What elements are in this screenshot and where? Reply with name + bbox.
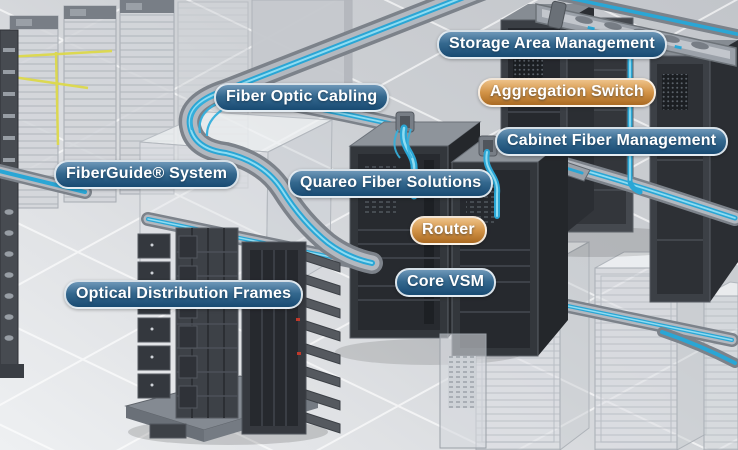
yellow-cable bbox=[5, 49, 113, 146]
label-fiber-optic-cabling[interactable]: Fiber Optic Cabling bbox=[214, 83, 390, 112]
edge-rack bbox=[0, 29, 24, 378]
label-cabinet-fiber-management[interactable]: Cabinet Fiber Management bbox=[495, 127, 729, 156]
label-core-vsm[interactable]: Core VSM bbox=[395, 268, 497, 297]
ghost-rack-under-b bbox=[439, 333, 487, 449]
cable-drop-right bbox=[627, 35, 643, 195]
label-optical-distribution-frames[interactable]: Optical Distribution Frames bbox=[64, 280, 304, 309]
label-fiberguide-system[interactable]: FiberGuide® System bbox=[54, 160, 240, 189]
label-aggregation-switch[interactable]: Aggregation Switch bbox=[478, 78, 656, 107]
odf-fins bbox=[305, 251, 341, 434]
raceway-hairpin bbox=[178, 0, 487, 274]
odf-structure bbox=[124, 227, 341, 442]
label-router[interactable]: Router bbox=[410, 216, 487, 245]
label-storage-area-management[interactable]: Storage Area Management bbox=[437, 30, 667, 59]
label-quareo-fiber-solutions[interactable]: Quareo Fiber Solutions bbox=[288, 169, 494, 198]
